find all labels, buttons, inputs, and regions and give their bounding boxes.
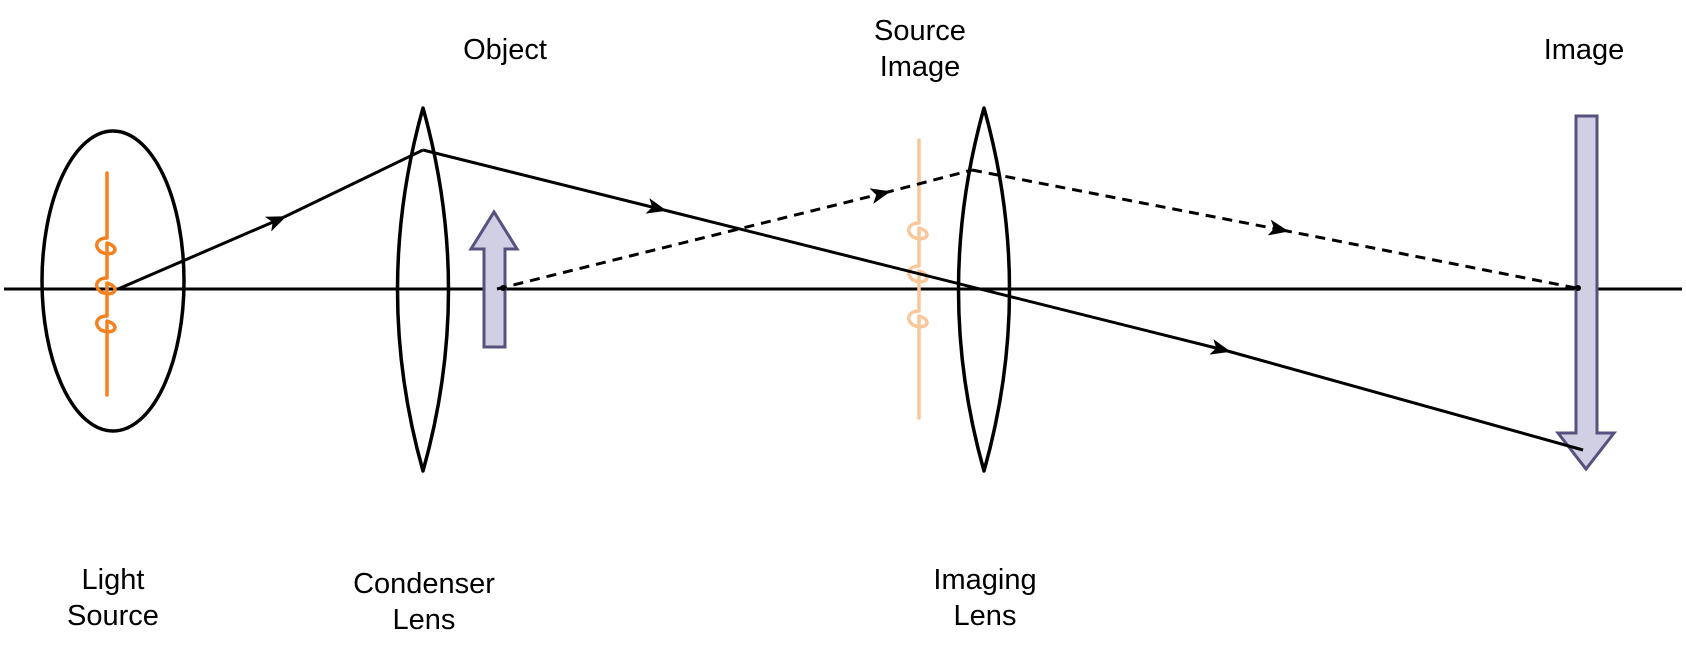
filament-image-coil-icon xyxy=(907,138,929,420)
condenser-lens-label-line1: Condenser xyxy=(353,568,495,600)
dashed-ray-segment-3 xyxy=(971,168,1289,236)
object-label: Object xyxy=(463,32,547,68)
dashed-ray-segment-4 xyxy=(1281,228,1577,290)
ray-segment-1 xyxy=(117,216,287,291)
light-source-label: Light Source xyxy=(67,562,159,634)
condenser-lens-label-line2: Lens xyxy=(392,604,456,636)
object-up-arrow-icon xyxy=(468,209,520,349)
source-image-label-line1: Source xyxy=(874,15,966,47)
source-image-label-line2: Image xyxy=(879,51,961,83)
light-source-label-line1: Light xyxy=(81,564,145,596)
image-label: Image xyxy=(1544,32,1625,68)
light-source-label-line2: Source xyxy=(67,600,159,632)
ray-segment-3 xyxy=(422,148,667,214)
object-label-text: Object xyxy=(463,34,547,66)
ray-segment-2 xyxy=(279,148,424,221)
image-label-text: Image xyxy=(1543,34,1625,66)
condenser-lens-icon xyxy=(395,106,451,473)
ray-segment-4 xyxy=(659,207,1231,355)
image-down-arrow-icon xyxy=(1554,114,1618,472)
light-source-bulb-icon xyxy=(40,129,186,433)
imaging-lens-label-line2: Lens xyxy=(953,600,1017,632)
object-ray-origin-dot xyxy=(500,285,506,291)
dashed-ray-segment-1 xyxy=(496,188,891,291)
condenser-lens-label: Condenser Lens xyxy=(353,566,495,638)
dashed-ray-segment-2 xyxy=(883,168,973,195)
imaging-lens-label-line1: Imaging xyxy=(933,564,1037,596)
imaging-lens-icon xyxy=(956,106,1012,473)
ray-segment-5 xyxy=(1223,348,1584,452)
image-ray-end-dot xyxy=(1575,285,1581,291)
source-image-label: Source Image xyxy=(874,13,966,85)
imaging-lens-label: Imaging Lens xyxy=(933,562,1036,634)
filament-coil-icon xyxy=(95,171,117,397)
